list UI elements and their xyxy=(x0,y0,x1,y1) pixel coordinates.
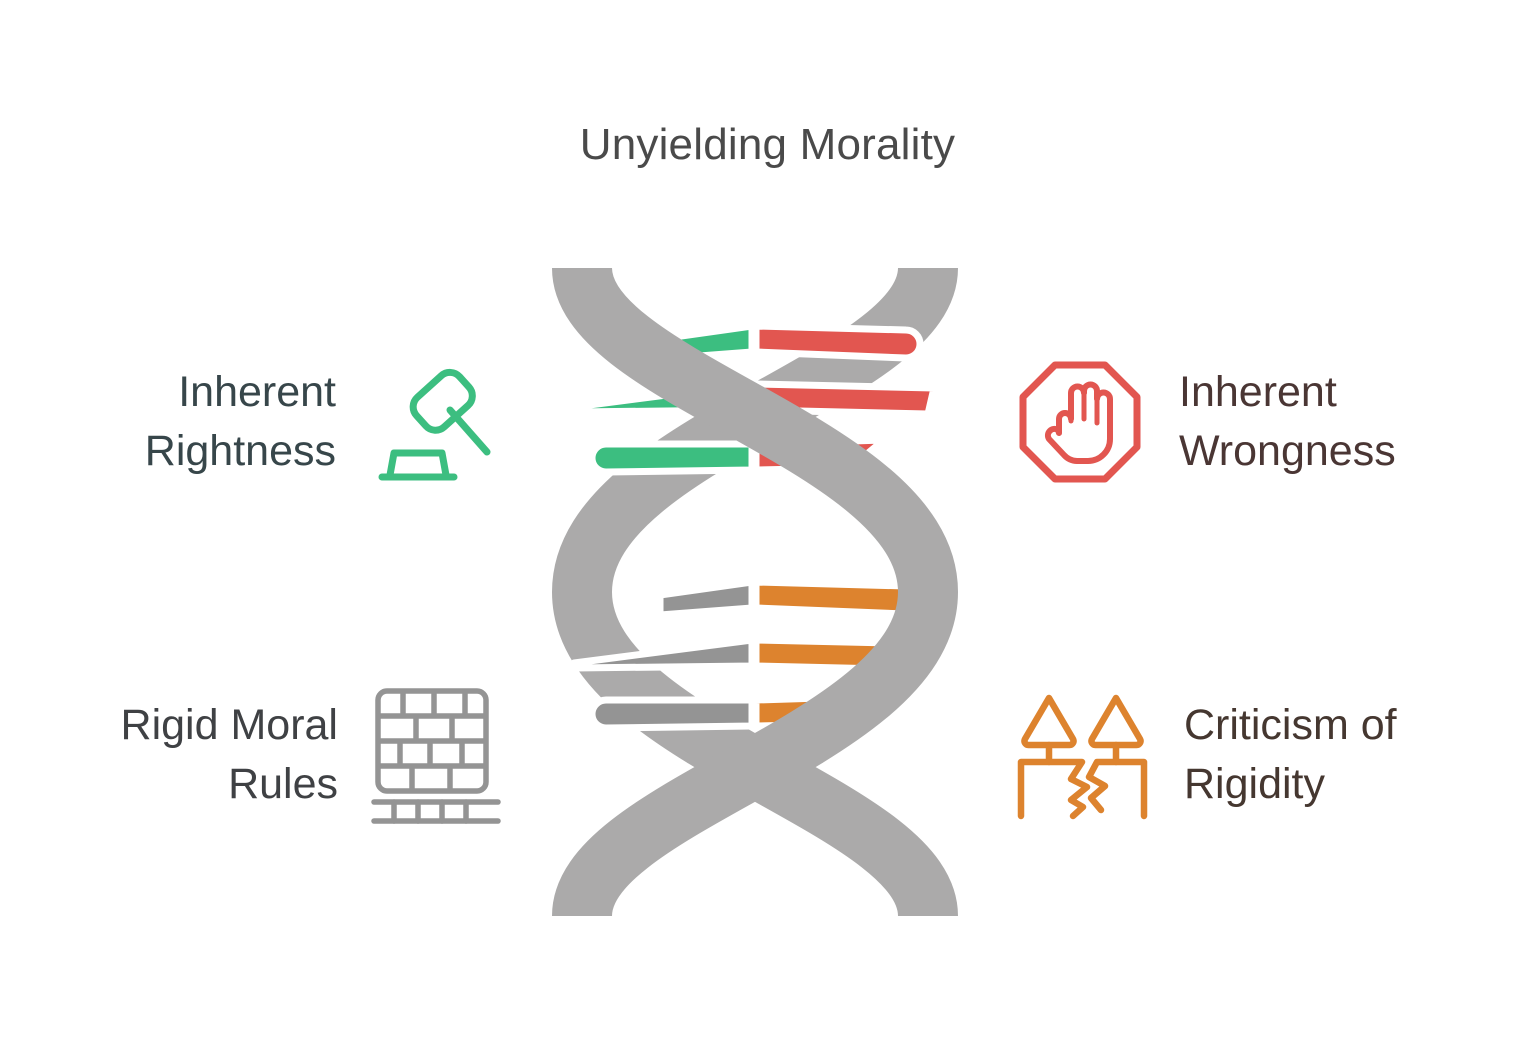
icon-holder-gavel xyxy=(370,357,500,487)
label-text-inherent-wrongness: Inherent Wrongness xyxy=(1179,367,1396,475)
label-block-inherent-wrongness[interactable]: Inherent Wrongness xyxy=(1015,352,1475,492)
dna-rung-4 xyxy=(656,578,924,619)
icon-holder-cracked-ground-trees xyxy=(1015,690,1150,820)
label-block-rigid-moral-rules[interactable]: Rigid Moral Rules xyxy=(30,680,501,830)
stop-hand-icon xyxy=(1019,361,1141,483)
label-text-rigid-moral-rules: Rigid Moral Rules xyxy=(120,700,338,808)
dna-helix-svg xyxy=(551,264,959,920)
dna-double-helix xyxy=(520,262,990,922)
page-title: Unyielding Morality xyxy=(579,120,956,169)
label-text-criticism-of-rigidity: Criticism of Rigidity xyxy=(1184,700,1397,808)
gavel-icon xyxy=(378,368,491,481)
label-block-criticism-of-rigidity[interactable]: Criticism of Rigidity xyxy=(1015,680,1485,830)
dna-strand-back xyxy=(551,264,958,920)
brick-wall-icon xyxy=(371,688,501,824)
label-text-inherent-rightness: Inherent Rightness xyxy=(144,367,336,475)
cracked-ground-trees-icon xyxy=(1017,694,1148,820)
label-block-inherent-rightness[interactable]: Inherent Rightness xyxy=(60,352,500,492)
icon-holder-brick-wall xyxy=(371,685,501,825)
icon-holder-stop-hand xyxy=(1015,357,1145,487)
dna-strand-front xyxy=(552,264,959,920)
